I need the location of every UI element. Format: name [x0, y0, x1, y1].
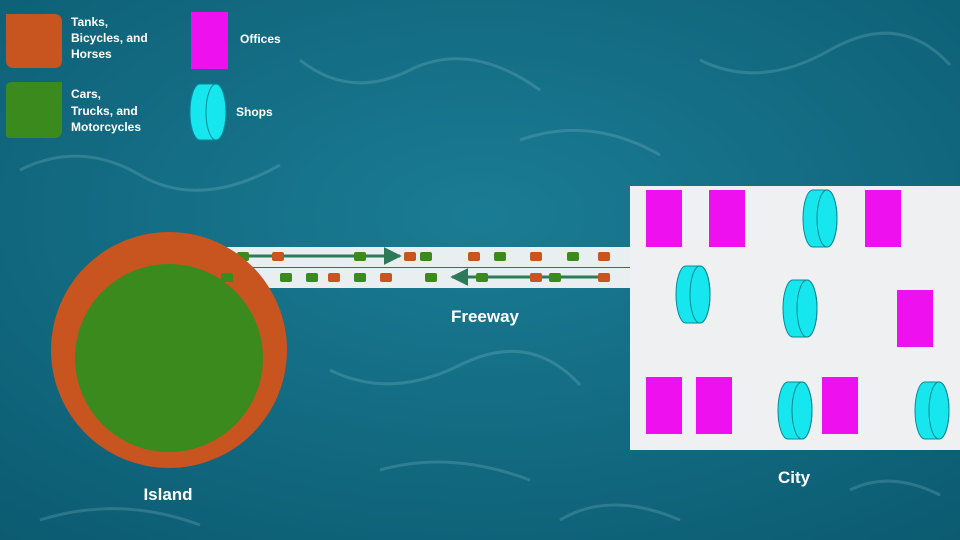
vehicle-tank-top — [404, 252, 416, 261]
legend-swatch-tanks — [6, 14, 62, 68]
vehicle-tank-island — [246, 273, 258, 282]
vehicle-car-bottom — [425, 273, 437, 282]
vehicle-tank-top — [468, 252, 480, 261]
vehicle-car-island — [221, 273, 233, 282]
vehicle-tank-bottom — [380, 273, 392, 282]
vehicle-car-bottom — [549, 273, 561, 282]
vehicle-car-top — [494, 252, 506, 261]
office-building-icon — [709, 190, 745, 247]
water-texture — [19, 31, 952, 527]
legend-swatch-shops — [189, 83, 227, 141]
office-building-icon — [696, 377, 732, 434]
vehicle-car-top — [567, 252, 579, 261]
vehicle-tank-top — [598, 252, 610, 261]
vehicle-car-bottom — [354, 273, 366, 282]
city-buildings — [646, 189, 950, 440]
office-building-icon — [897, 290, 933, 347]
vehicle-tank-top — [272, 252, 284, 261]
label-island: Island — [143, 485, 192, 504]
vehicle-tank-bottom — [328, 273, 340, 282]
vehicle-car-top — [420, 252, 432, 261]
legend-label-shops: Shops — [236, 105, 273, 119]
legend-label-tanks: Tanks, Bicycles, and Horses — [71, 15, 151, 61]
shop-cylinder-icon — [802, 189, 838, 248]
shop-cylinder-icon — [782, 279, 818, 338]
vehicle-car-top — [354, 252, 366, 261]
vehicles-bottom-lane — [280, 273, 610, 282]
freeway — [192, 247, 632, 288]
shop-cylinder-icon — [777, 381, 813, 440]
vehicle-tank-bottom — [530, 273, 542, 282]
island-core — [75, 264, 263, 452]
vehicle-car-bottom — [280, 273, 292, 282]
office-building-icon — [646, 377, 682, 434]
legend-swatch-cars — [6, 82, 62, 138]
shop-cylinder-icon — [675, 265, 711, 324]
vehicle-tank-bottom — [598, 273, 610, 282]
label-freeway: Freeway — [451, 307, 520, 326]
island — [51, 232, 287, 468]
legend: Tanks, Bicycles, and Horses Cars, Trucks… — [6, 12, 281, 141]
office-building-icon — [865, 190, 901, 247]
vehicle-car-bottom — [476, 273, 488, 282]
legend-swatch-offices — [191, 12, 228, 69]
label-city: City — [778, 468, 811, 487]
legend-label-offices: Offices — [240, 32, 281, 46]
vehicle-car-bottom — [306, 273, 318, 282]
legend-label-cars: Cars, Trucks, and Motorcycles — [71, 87, 141, 134]
vehicles-island-exit — [221, 273, 258, 282]
shop-cylinder-icon — [914, 381, 950, 440]
city — [630, 186, 960, 450]
office-building-icon — [822, 377, 858, 434]
office-building-icon — [646, 190, 682, 247]
vehicle-tank-top — [530, 252, 542, 261]
